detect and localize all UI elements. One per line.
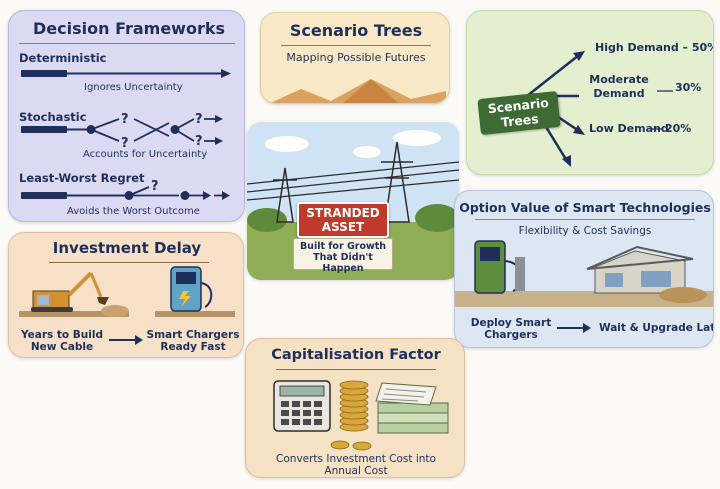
option-value-title: Option Value of Smart Technologies — [459, 200, 711, 215]
scenario-trees-title: Scenario Trees — [289, 21, 423, 40]
decision-frameworks-panel: Decision Frameworks Deterministic Ignore… — [8, 10, 245, 222]
delay-left-caption: Years to Build New Cable — [20, 329, 103, 353]
question-mark: ? — [195, 134, 203, 149]
scenario-tree-sign-label: Scenario Trees — [486, 94, 550, 130]
investment-delay-panel: Investment Delay Years to Build New Cabl… — [8, 232, 244, 358]
investment-delay-title: Investment Delay — [52, 239, 202, 257]
moderate-demand-value: 30% — [675, 81, 702, 94]
delay-arrow — [109, 335, 143, 345]
question-mark: ? — [195, 112, 203, 127]
scenario-tree-diagram-panel: Scenario Trees High Demand – 50% Moderat… — [466, 10, 714, 175]
option-value-subtitle: Flexibility & Cost Savings — [518, 225, 652, 237]
stochastic-caption: Accounts for Uncertainty — [83, 149, 208, 160]
scenario-trees-panel: Scenario Trees Mapping Possible Futures — [260, 12, 450, 104]
least-worst-regret-label: Least-Worst Regret — [19, 171, 145, 185]
question-mark: ? — [151, 179, 159, 194]
regret-branch-diagram: ? — [21, 179, 230, 200]
stochastic-label: Stochastic — [19, 110, 87, 124]
stranded-asset-sign: STRANDED ASSET — [297, 202, 389, 238]
low-demand-label: Low Demand — [589, 122, 669, 135]
scenario-trees-subtitle: Mapping Possible Futures — [286, 51, 426, 64]
title-underline — [49, 262, 209, 263]
excavator-icon — [19, 271, 129, 317]
stranded-asset-caption-board: Built for Growth That Didn't Happen — [293, 238, 393, 274]
ev-charger-icon — [155, 266, 235, 317]
loose-coins-icon — [330, 440, 372, 451]
option-left-caption: Deploy Smart Chargers — [470, 317, 552, 341]
stranded-line-1: Built for Growth — [299, 241, 387, 252]
stranded-line-2: That Didn't Happen — [313, 252, 373, 274]
option-value-panel: Option Value of Smart Technologies Flexi… — [454, 190, 714, 348]
delay-right-caption: Smart Chargers Ready Fast — [146, 329, 240, 353]
branch-value: 50% — [691, 41, 713, 54]
title-underline — [475, 219, 695, 220]
coin-stack-icon — [339, 380, 369, 432]
mountain-landscape — [270, 79, 446, 103]
documents-icon — [375, 382, 449, 434]
deterministic-arrow — [21, 69, 231, 78]
low-demand-value: 20% — [665, 122, 692, 135]
high-demand-label: High Demand – 50% — [595, 41, 713, 54]
deterministic-caption: Ignores Uncertainty — [84, 82, 183, 93]
option-arrow — [557, 323, 591, 333]
calculator-icon — [273, 380, 331, 432]
charger-and-building-scene — [455, 240, 713, 307]
question-mark: ? — [121, 136, 129, 151]
regret-caption: Avoids the Worst Outcome — [67, 206, 200, 217]
decision-frameworks-title: Decision Frameworks — [33, 19, 226, 38]
capitalisation-factor-title: Capitalisation Factor — [271, 347, 441, 363]
branch-label: High Demand — [595, 41, 679, 54]
title-underline — [19, 43, 235, 44]
stranded-asset-sign-title: STRANDED ASSET — [306, 206, 380, 234]
capitalisation-factor-panel: Capitalisation Factor Converts Inv — [245, 338, 465, 478]
stochastic-branch-diagram: ? ? ? ? — [21, 112, 223, 151]
title-underline — [276, 369, 436, 370]
option-right-caption: Wait & Upgrade Later — [599, 322, 713, 334]
question-mark: ? — [121, 112, 129, 127]
branch-separator-dash: – — [682, 41, 692, 54]
deterministic-label: Deterministic — [19, 51, 107, 65]
moderate-demand-label: Moderate Demand — [589, 73, 649, 100]
title-underline — [281, 45, 431, 46]
capitalisation-caption: Converts Investment Cost into Annual Cos… — [276, 453, 436, 477]
stranded-asset-panel: STRANDED ASSET Built for Growth That Did… — [247, 122, 459, 280]
